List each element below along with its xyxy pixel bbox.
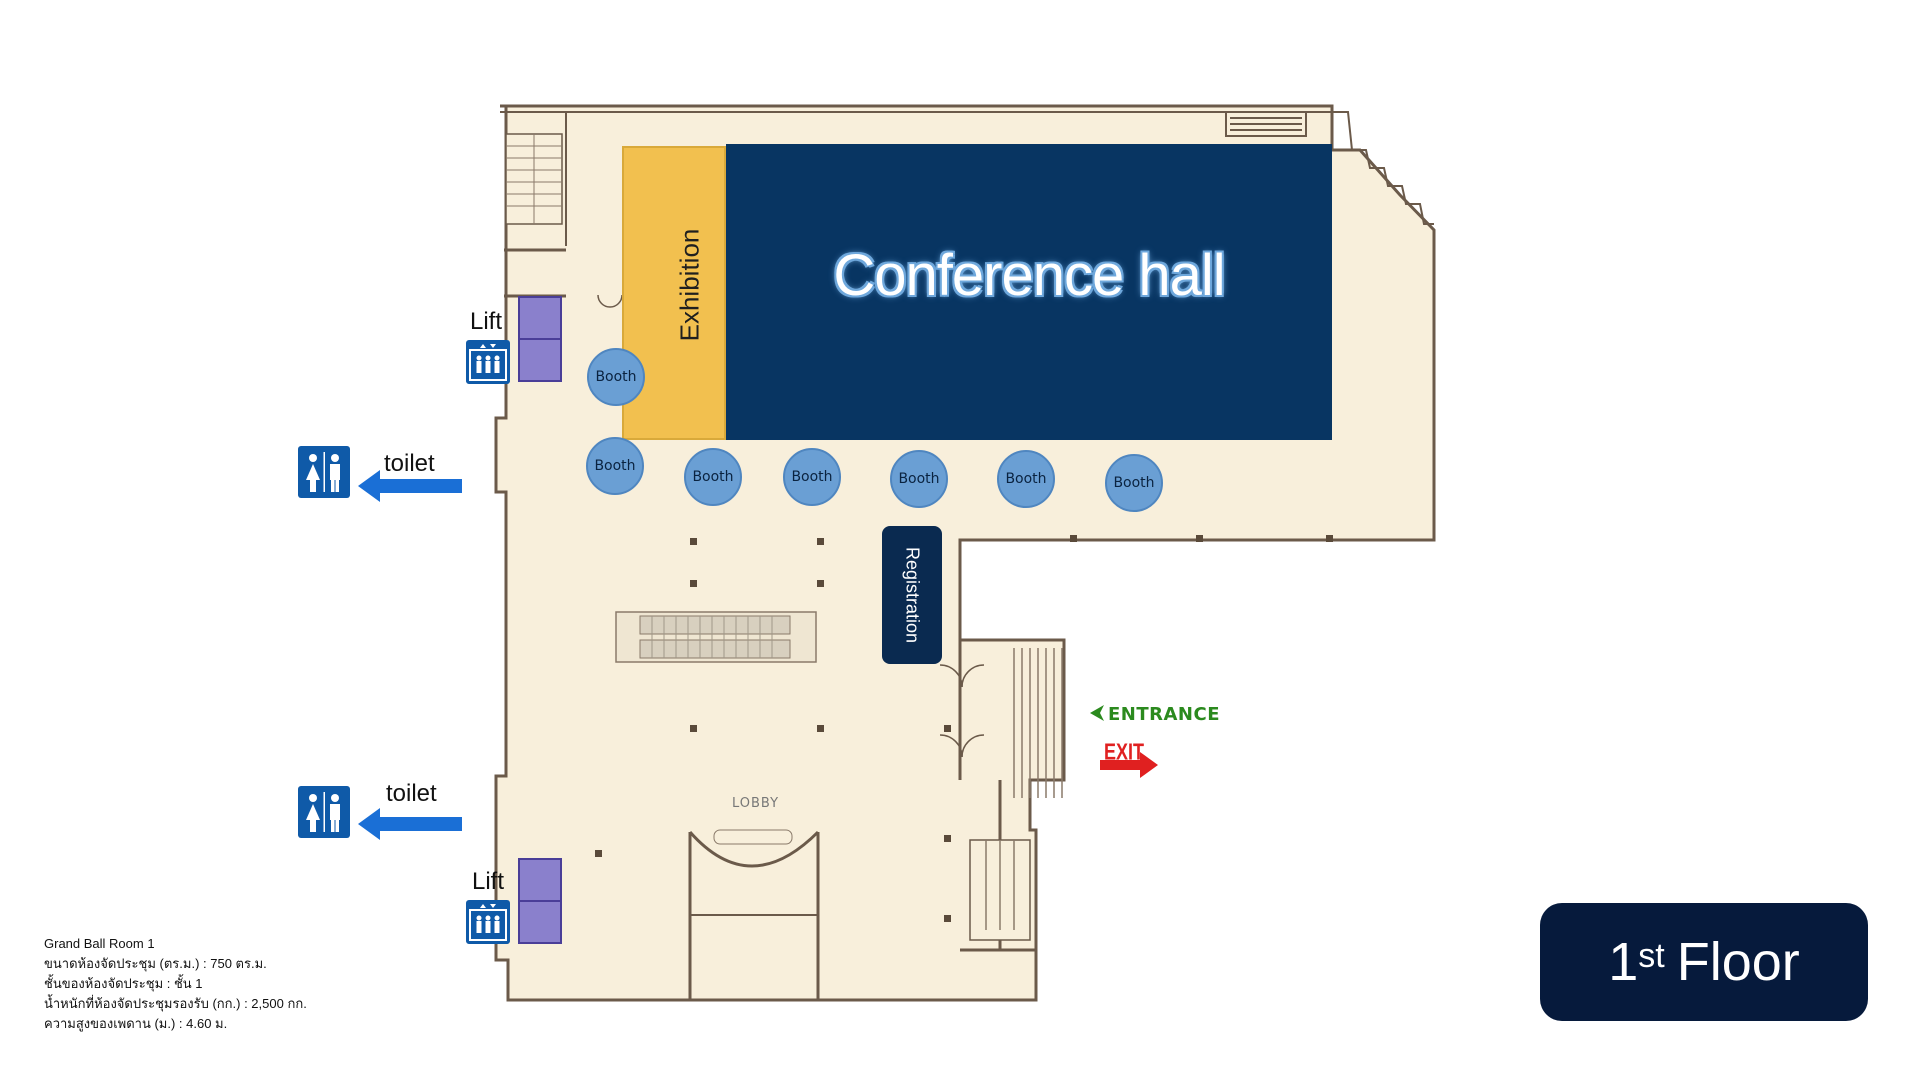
restroom-icon	[298, 786, 350, 838]
registration-desk[interactable]	[882, 526, 942, 664]
booth-7[interactable]: Booth	[1105, 454, 1163, 512]
booth-6[interactable]: Booth	[997, 450, 1055, 508]
staircase-top-left	[505, 133, 563, 225]
room-info-line: ขนาดห้องจัดประชุม (ตร.ม.) : 750 ตร.ม.	[44, 956, 267, 971]
booth-5[interactable]: Booth	[890, 450, 948, 508]
registration-label: Registration	[902, 546, 923, 644]
floor-ordinal: st	[1638, 936, 1665, 975]
lift-shafts-bottom	[518, 858, 562, 944]
staircase-lower-right	[969, 839, 1031, 941]
toilet-label-bottom: toilet	[386, 780, 437, 807]
floor-number: 1	[1608, 932, 1639, 992]
booth-2[interactable]: Booth	[586, 437, 644, 495]
lobby-arch	[688, 829, 820, 1000]
booth-3[interactable]: Booth	[684, 448, 742, 506]
room-info: Grand Ball Room 1 ขนาดห้องจัดประชุม (ตร.…	[44, 934, 307, 1034]
left-arrow-icon	[358, 808, 462, 840]
entrance-steps	[1013, 648, 1063, 798]
conference-hall[interactable]: Conference hall	[726, 144, 1332, 440]
elevator-icon	[466, 900, 510, 944]
doors	[597, 294, 985, 758]
lift-shafts-top	[518, 296, 562, 382]
exhibition-label: Exhibition	[674, 228, 705, 342]
escalator	[615, 611, 817, 663]
lift-label-top: Lift	[470, 308, 503, 335]
conference-hall-label: Conference hall	[833, 242, 1225, 308]
exit-arrow-icon	[1100, 752, 1158, 778]
floor-word: Floor	[1676, 932, 1800, 992]
lobby-label: LOBBY	[732, 796, 780, 811]
room-info-line: ความสูงของเพดาน (ม.) : 4.60 ม.	[44, 1016, 228, 1031]
restroom-icon	[298, 446, 350, 498]
entrance-arrow-icon	[1090, 705, 1104, 721]
staircase-top-right	[1225, 111, 1307, 137]
booth-4[interactable]: Booth	[783, 448, 841, 506]
toilet-label-top: toilet	[384, 450, 435, 477]
room-info-line: น้ำหนักที่ห้องจัดประชุมรองรับ (กก.) : 2,…	[44, 996, 307, 1011]
columns	[595, 535, 1333, 922]
left-arrow-icon	[358, 470, 462, 502]
elevator-icon	[466, 340, 510, 384]
lift-label-bottom: Lift	[472, 868, 505, 895]
room-info-line: ชั้นของห้องจัดประชุม : ชั้น 1	[44, 976, 203, 991]
room-info-line: Grand Ball Room 1	[44, 936, 155, 951]
entrance-label: ENTRANCE	[1108, 704, 1220, 725]
booth-1[interactable]: Booth	[587, 348, 645, 406]
